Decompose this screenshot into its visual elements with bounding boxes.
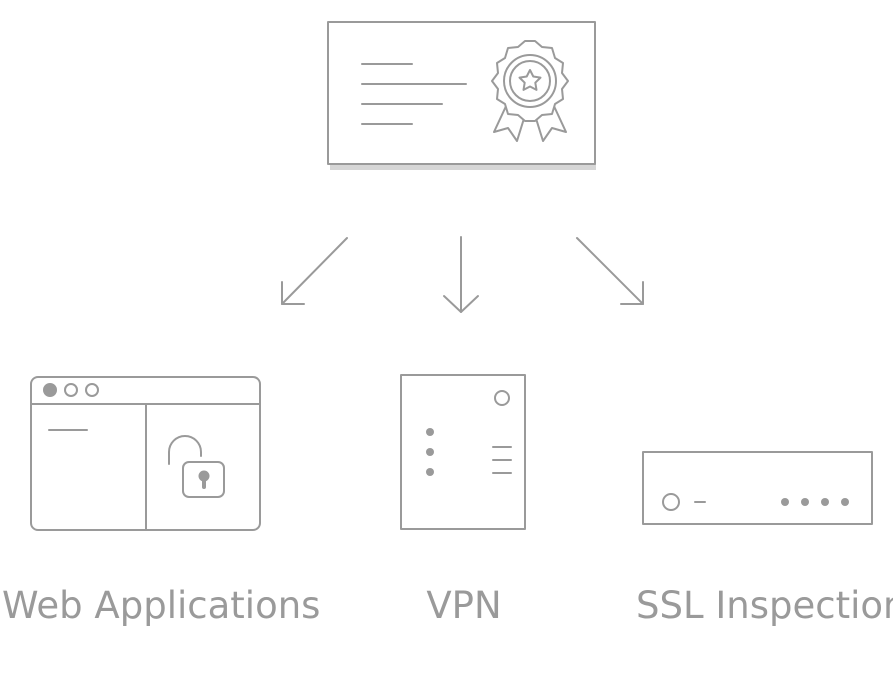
browser-window-icon	[30, 376, 261, 531]
award-ribbon-icon	[491, 40, 569, 142]
arrow-to-ssl-inspection	[576, 237, 644, 305]
ssl-appliance-icon	[642, 451, 873, 525]
unlocked-padlock-icon	[168, 435, 225, 498]
web-applications-label: Web Applications	[2, 584, 321, 627]
vpn-label: VPN	[426, 584, 502, 627]
certificate-icon	[327, 21, 596, 170]
vpn-appliance-icon	[400, 374, 526, 530]
arrow-to-vpn	[443, 236, 479, 313]
ssl-inspection-label: SSL Inspection	[636, 584, 893, 627]
arrow-to-web-applications	[281, 237, 348, 305]
